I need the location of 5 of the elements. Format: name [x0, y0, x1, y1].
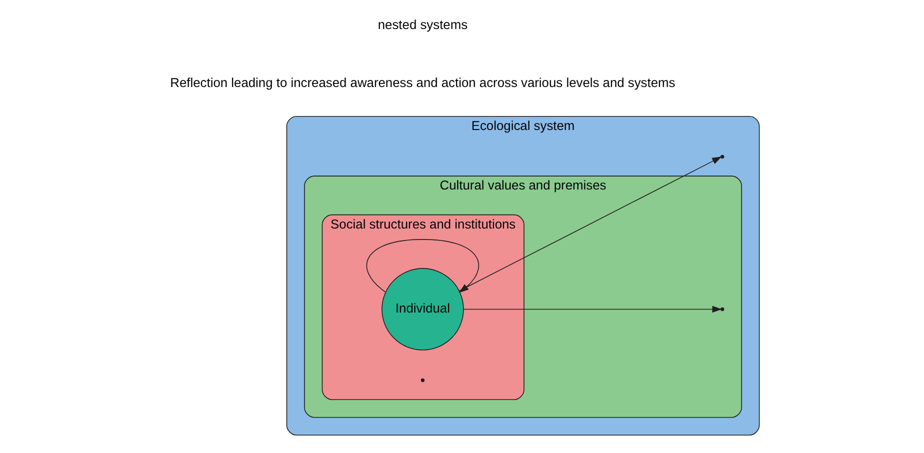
node-circle: Individual [381, 268, 464, 350]
arrow [462, 306, 722, 313]
label: Reflection leading to increased awareness and action across various levels and systems [170, 75, 675, 90]
label: nested systems [377, 17, 468, 32]
arrow [458, 156, 722, 292]
